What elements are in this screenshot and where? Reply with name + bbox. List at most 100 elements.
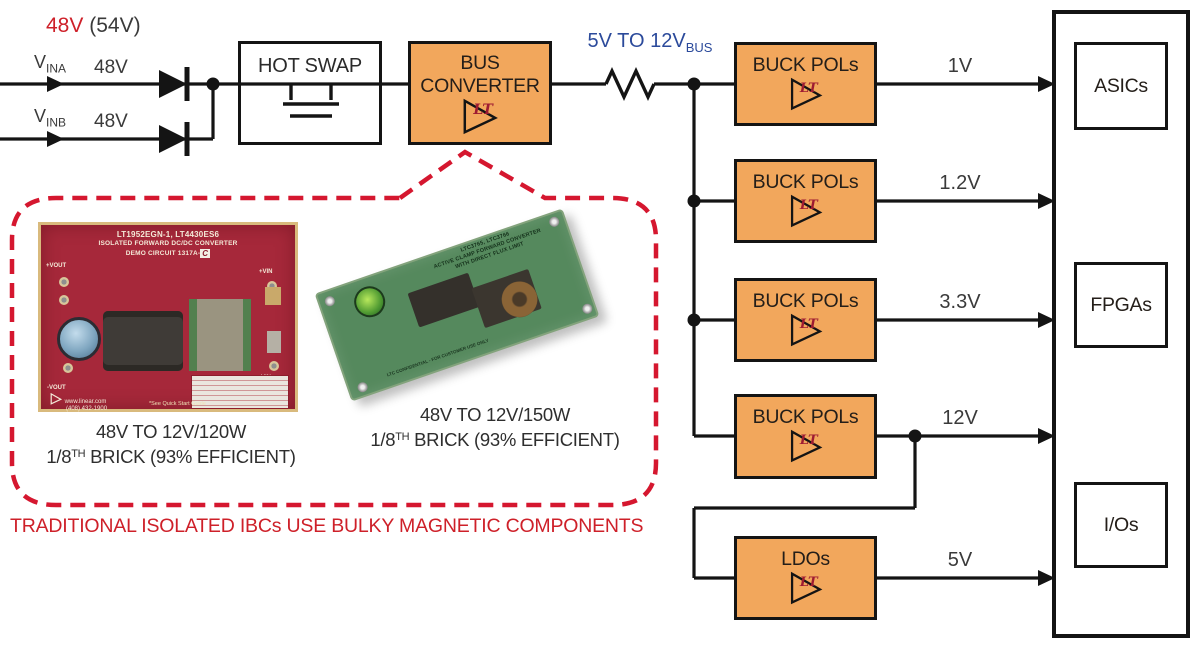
board1-module-icon: [189, 299, 251, 371]
board1-pad: [63, 363, 73, 373]
mosfet-symbol-icon: [283, 84, 339, 118]
input-rail-label: 48V (54V): [46, 14, 141, 38]
board2-title: LTC3765, LTC3766: [459, 231, 511, 254]
caption-superscript: TH: [395, 431, 410, 443]
vina-value: 48V: [94, 57, 128, 78]
board1-phone: (408) 432-1900: [66, 406, 108, 412]
arrowhead-icon: [1038, 570, 1055, 586]
board1-pad: [269, 361, 279, 371]
board1-caption-line1: 48V TO 12V/120W: [95, 421, 247, 442]
bus-rail-text: 5V TO 12V: [587, 30, 686, 52]
diode-a-icon: [159, 70, 187, 98]
hot-swap-block: HOT SWAP: [238, 41, 382, 145]
demo-board-red-photo: LT1952EGN-1, LT4430ES6 ISOLATED FORWARD …: [38, 222, 298, 412]
buck-pol-block-1v: BUCK POLs LT: [734, 42, 877, 126]
hot-swap-label: HOT SWAP: [258, 55, 362, 77]
output-voltage-1v: 1V: [947, 55, 973, 77]
board1-subtitle: ISOLATED FORWARD DC/DC CONVERTER: [98, 240, 238, 247]
lt-logo-icon: LT: [790, 77, 822, 111]
vinb-subscript: INB: [46, 115, 67, 130]
board2-silkscreen: LTC3765, LTC3766 ACTIVE CLAMP FORWARD CO…: [407, 213, 569, 286]
lt-logo-text: LT: [798, 198, 818, 213]
vina-label: VINA: [34, 52, 66, 76]
junction-dot: [206, 77, 220, 91]
buck-pol-block-12v: BUCK POLs LT: [734, 394, 877, 479]
callout-dashed-outline: [9, 149, 659, 508]
pol-label: BUCK POLs: [752, 171, 859, 193]
load-label: ASICs: [1094, 74, 1148, 97]
demo-board-green-photo: LTC3765, LTC3766 ACTIVE CLAMP FORWARD CO…: [310, 206, 610, 406]
lt-logo-icon: LT: [790, 194, 822, 228]
board2-pcb: LTC3765, LTC3766 ACTIVE CLAMP FORWARD CO…: [314, 208, 600, 402]
buck-pol-block-3v3: BUCK POLs LT: [734, 278, 877, 362]
ldo-block: LDOs LT: [734, 536, 877, 620]
board2-capacitor-icon: [349, 282, 390, 322]
bus-converter-label-1: BUS: [460, 52, 500, 74]
board1-component: [265, 287, 281, 305]
board1-transformer-icon: [103, 311, 183, 371]
lt-logo-icon: [50, 392, 63, 405]
board2-screw: [356, 380, 369, 394]
bus-converter-label-2: CONVERTER: [420, 75, 540, 97]
board1-pad-vout-neg: -VOUT: [47, 385, 66, 391]
output-voltage-1v2: 1.2V: [939, 172, 981, 194]
load-label: FPGAs: [1090, 293, 1152, 316]
board2-confidential-note: LTC CONFIDENTIAL - FOR CUSTOMER USE ONLY: [386, 337, 490, 378]
lt-logo-text: LT: [798, 433, 818, 448]
output-voltage-5v: 5V: [947, 549, 973, 571]
arrowhead-icon: [1038, 76, 1055, 92]
pol-label: LDOs: [781, 548, 830, 570]
board1-caption: 48V TO 12V/120W 1/8TH BRICK (93% EFFICIE…: [28, 421, 314, 468]
board1-jumper-table: [191, 375, 289, 409]
pol-label: BUCK POLs: [752, 406, 859, 428]
board1-footer: www.linear.com (408) 432-1900: [49, 392, 108, 413]
load-ios-block: I/Os: [1074, 482, 1168, 568]
rail-nominal: (54V): [89, 14, 141, 37]
vina-arrow-icon: [47, 76, 64, 92]
board1-url: www.linear.com: [64, 399, 107, 405]
board1-pad: [59, 295, 69, 305]
pol-label: BUCK POLs: [752, 290, 859, 312]
lt-logo-text: LT: [798, 317, 818, 332]
arrows-and-dots: [47, 70, 1055, 586]
lt-logo-text: LT: [472, 102, 494, 118]
board2-caption: 48V TO 12V/150W 1/8TH BRICK (93% EFFICIE…: [352, 404, 638, 451]
junction-dot: [908, 429, 922, 443]
caption-superscript: TH: [71, 448, 86, 460]
board2-subtitle: ACTIVE CLAMP FORWARD CONVERTER: [433, 227, 542, 271]
lt-logo-text: LT: [798, 575, 818, 590]
board1-caption-line2: 1/8TH BRICK (93% EFFICIENT): [28, 443, 314, 468]
board1-component: [267, 331, 281, 353]
pol-label: BUCK POLs: [752, 54, 859, 76]
resistor-icon: [604, 66, 656, 102]
board1-capacitor-icon: [57, 317, 101, 361]
output-voltage-3v3: 3.3V: [939, 291, 981, 313]
lt-logo-icon: LT: [790, 571, 822, 605]
output-voltage-12v: 12V: [942, 407, 978, 429]
arrowhead-icon: [1038, 428, 1055, 444]
vinb-arrow-icon: [47, 131, 64, 147]
vinb-value: 48V: [94, 111, 128, 132]
bus-rail-subscript: BUS: [685, 40, 713, 55]
caption-rest: BRICK (93% EFFICIENT): [409, 429, 620, 450]
buck-pol-block-1v2: BUCK POLs LT: [734, 159, 877, 243]
junction-dot: [687, 313, 701, 327]
caption-rest: BRICK (93% EFFICIENT): [85, 446, 296, 467]
bus-converter-block: BUS CONVERTER LT: [408, 41, 552, 145]
junction-dot: [687, 77, 701, 91]
load-label: I/Os: [1103, 513, 1139, 536]
load-asics-block: ASICs: [1074, 42, 1168, 130]
traditional-ibc-note: TRADITIONAL ISOLATED IBCs USE BULKY MAGN…: [10, 515, 644, 537]
lt-logo-icon: LT: [463, 98, 498, 135]
board2-caption-line1: 48V TO 12V/150W: [419, 404, 571, 425]
lt-logo-text: LT: [798, 81, 818, 96]
board1-pad-vin-pos: +VIN: [259, 269, 273, 275]
board1-pad: [267, 281, 277, 291]
lt-logo-icon: LT: [790, 429, 822, 463]
board1-pad-vout-pos: +VOUT: [46, 263, 67, 269]
junction-dot: [687, 194, 701, 208]
board1-quickstart-note: *See Quick Start Guide: [149, 401, 206, 407]
rail-voltage: 48V: [46, 14, 84, 37]
board1-demo-line: DEMO CIRCUIT 1317A-C: [41, 249, 295, 258]
